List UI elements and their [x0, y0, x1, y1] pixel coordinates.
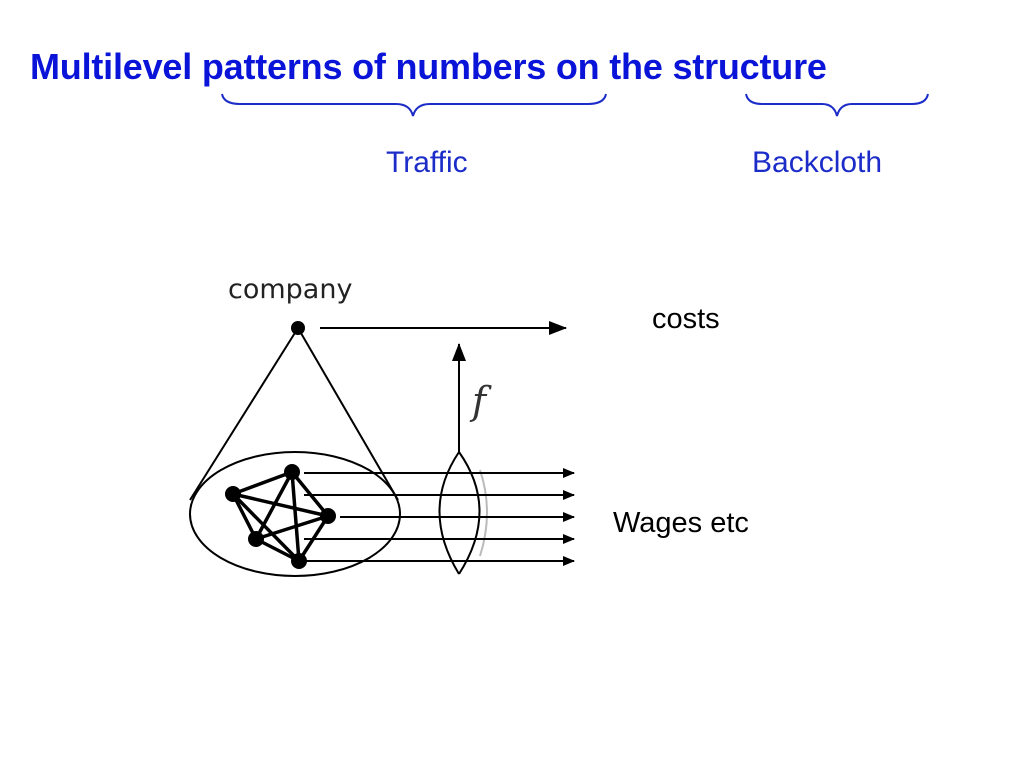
network-node — [291, 553, 307, 569]
network-nodes — [225, 464, 336, 569]
base-ellipse — [189, 451, 401, 577]
network-edge — [231, 492, 330, 518]
wages-label: Wages etc — [613, 507, 749, 539]
network-edge — [290, 470, 301, 563]
network-node — [320, 508, 336, 524]
aggregation-lens-left — [438, 451, 460, 575]
network-edge — [297, 514, 330, 563]
backcloth-label: Backcloth — [752, 146, 883, 179]
slide-title: Multilevel patterns of numbers on the st… — [30, 46, 827, 87]
network-edge — [231, 492, 301, 563]
network-edge — [231, 470, 294, 496]
network-edge — [254, 537, 301, 563]
network-node — [248, 531, 264, 547]
network-edge — [231, 492, 258, 541]
network-edge — [254, 470, 294, 541]
network-edge — [254, 514, 330, 541]
aggregation-lens-inner — [479, 469, 488, 557]
network-edge — [290, 470, 330, 518]
network-edges — [231, 470, 330, 563]
traffic-label: Traffic — [386, 146, 468, 179]
function-label: f — [469, 379, 492, 423]
company-label: company — [228, 274, 352, 305]
cone-right-line — [297, 327, 399, 501]
cone-left-line — [189, 327, 299, 501]
network-node — [225, 486, 241, 502]
costs-label: costs — [652, 303, 720, 335]
aggregation-lens-right — [458, 451, 481, 575]
network-node — [284, 464, 300, 480]
